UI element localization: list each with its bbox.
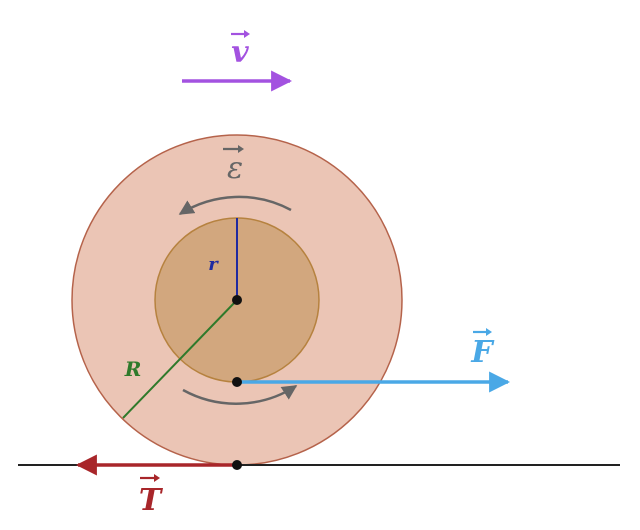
inner-contact-point bbox=[232, 377, 242, 387]
outer-radius-label: R bbox=[124, 357, 142, 381]
inner-radius-label: r bbox=[208, 254, 219, 275]
ground-contact-point bbox=[232, 460, 242, 470]
force-label: F bbox=[470, 335, 495, 370]
force-vector: F bbox=[237, 328, 511, 393]
velocity-label: v bbox=[231, 35, 249, 70]
velocity-vector: v bbox=[182, 30, 293, 92]
angular-acceleration: ε bbox=[178, 145, 298, 405]
tension-vector: T bbox=[75, 454, 237, 518]
angular-acceleration-label: ε bbox=[227, 151, 243, 186]
angular-acceleration-bottom-arc bbox=[182, 384, 298, 405]
center-point bbox=[232, 295, 242, 305]
tension-label: T bbox=[139, 483, 164, 518]
angular-acceleration-top-arc bbox=[178, 195, 292, 216]
outer-radius-line bbox=[122, 299, 238, 419]
